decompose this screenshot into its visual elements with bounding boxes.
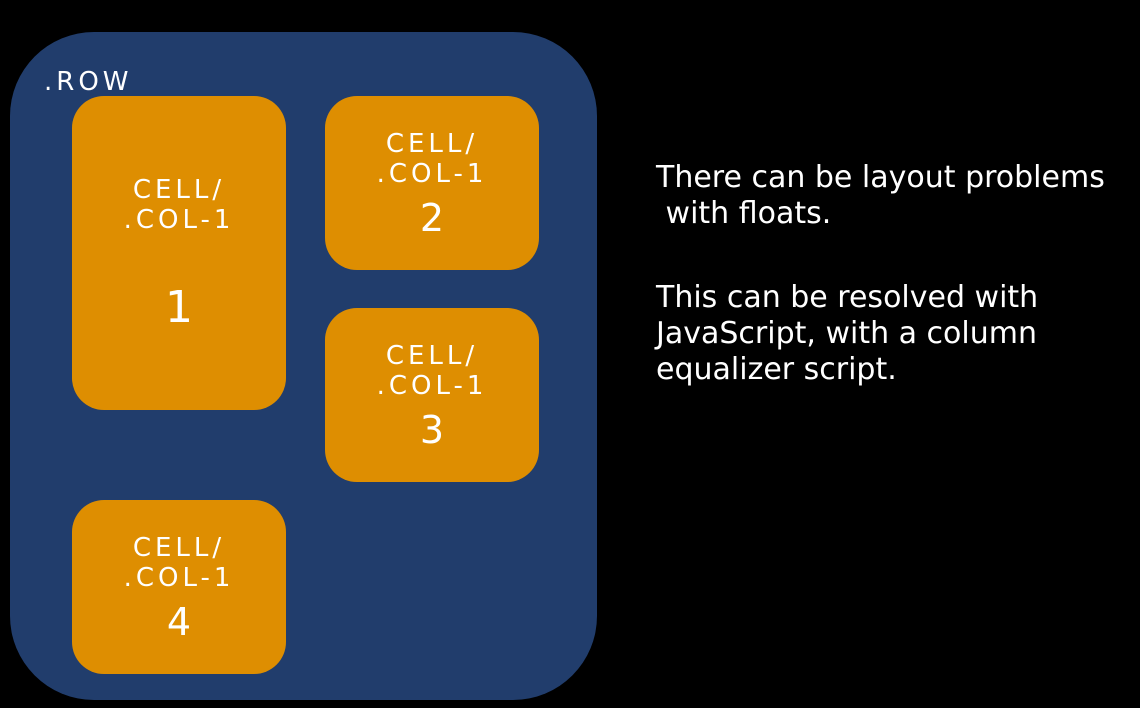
- cell-3-label-line1: CELL/: [385, 341, 479, 371]
- cell-1-label-line2: .COL-1: [123, 205, 235, 235]
- cell-1-number: 1: [165, 282, 193, 333]
- cell-1: CELL/ .COL-1 1: [72, 96, 286, 410]
- cell-1-label-line1: CELL/: [132, 175, 226, 205]
- cell-4-number: 4: [166, 600, 192, 644]
- cell-3-label-line2: .COL-1: [376, 371, 488, 401]
- explanation-paragraph-1: There can be layout problems with floats…: [656, 160, 1105, 231]
- cell-2-label-line2: .COL-1: [376, 159, 488, 189]
- cell-2-number: 2: [419, 196, 445, 240]
- cell-2: CELL/ .COL-1 2: [325, 96, 539, 270]
- cell-4-label-line1: CELL/: [132, 533, 226, 563]
- cell-3-number: 3: [419, 408, 445, 452]
- explanation-paragraph-2: This can be resolved with JavaScript, wi…: [656, 280, 1039, 387]
- cell-2-label-line1: CELL/: [385, 129, 479, 159]
- cell-4-label-line2: .COL-1: [123, 563, 235, 593]
- row-label: .ROW: [44, 67, 133, 97]
- cell-4: CELL/ .COL-1 4: [72, 500, 286, 674]
- cell-3: CELL/ .COL-1 3: [325, 308, 539, 482]
